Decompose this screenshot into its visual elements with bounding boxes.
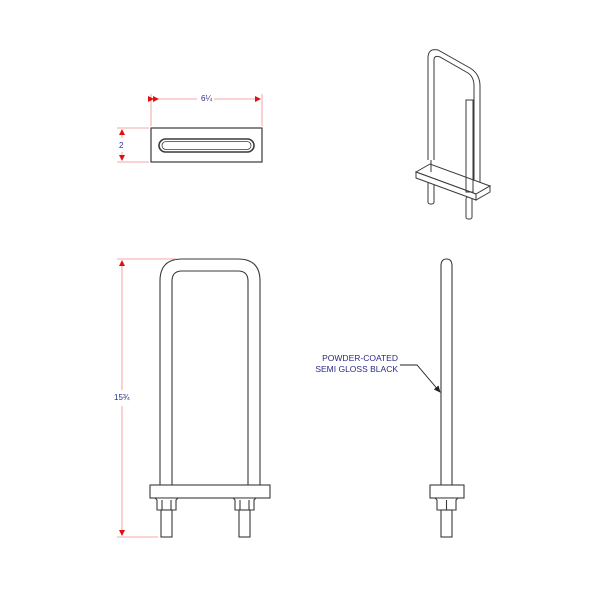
rod-left [160, 509, 173, 538]
width-dimension-label: 6¼ [199, 94, 215, 103]
side-plate [429, 484, 465, 499]
slot-outer [158, 138, 255, 153]
side-view [429, 258, 465, 538]
u-bolt-inner [171, 270, 249, 485]
finish-callout: POWDER-COATED SEMI GLOSS BLACK [315, 353, 398, 375]
rod-right [238, 509, 251, 538]
isometric-view [414, 49, 492, 220]
top-view-dimensions [117, 94, 263, 163]
side-rod [440, 258, 453, 485]
front-plate [149, 484, 271, 499]
callout-line-2: SEMI GLOSS BLACK [315, 364, 398, 374]
nut-right [231, 497, 258, 511]
callout-line-1: POWDER-COATED [322, 353, 398, 363]
side-rod-lower [440, 509, 453, 538]
nut-left [153, 497, 180, 511]
height-dimension-label: 2 [119, 141, 124, 150]
top-plate-outline [150, 127, 263, 163]
front-view-dimension [117, 258, 176, 538]
overall-height-label: 15¾ [114, 393, 130, 402]
slot-inner [161, 141, 252, 150]
callout-leader [400, 364, 441, 393]
u-bolt-outer [159, 258, 261, 485]
top-view [150, 127, 263, 163]
front-view [149, 258, 271, 538]
